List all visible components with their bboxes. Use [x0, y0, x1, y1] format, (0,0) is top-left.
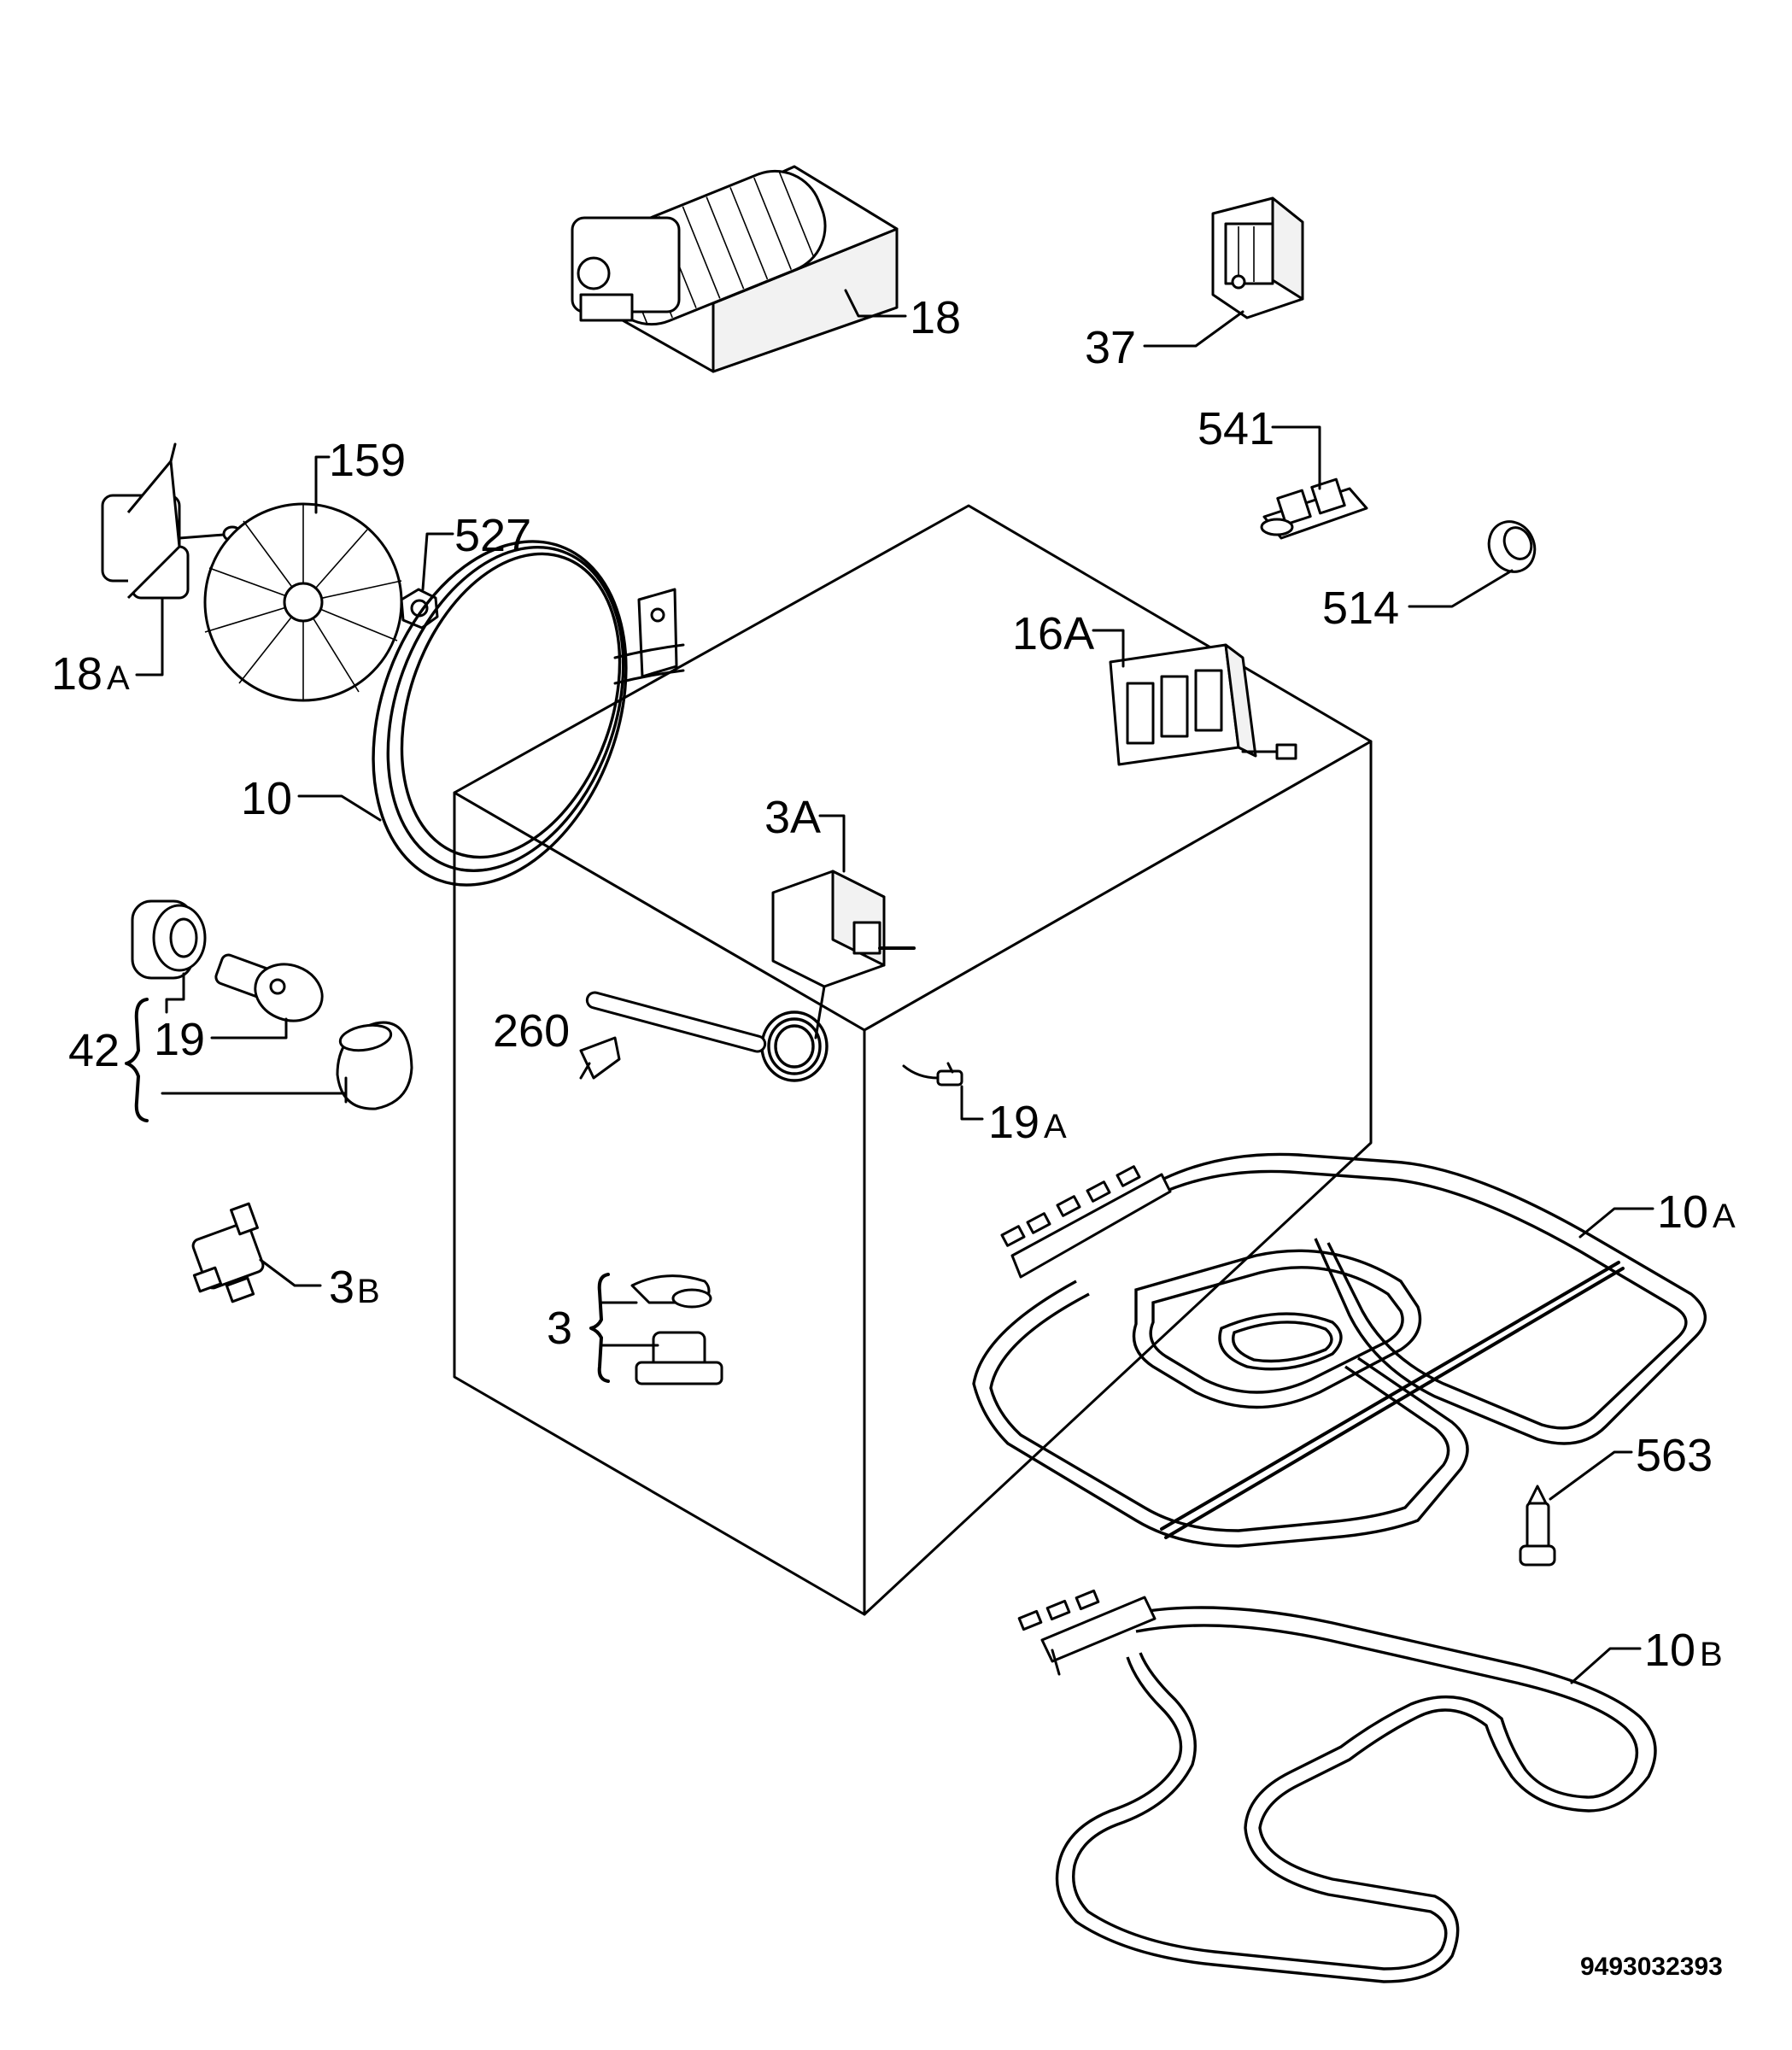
- label-3b-suffix: B: [357, 1273, 380, 1310]
- label-514: 514: [1322, 583, 1399, 634]
- label-10b-num: 10: [1644, 1625, 1695, 1676]
- switch-37: [1143, 196, 1304, 348]
- label-18a-suffix: A: [107, 659, 130, 697]
- label-19a-suffix: A: [1044, 1108, 1067, 1145]
- grommet-514: [1408, 520, 1537, 608]
- label-37: 37: [1085, 322, 1136, 373]
- label-18: 18: [910, 292, 961, 343]
- label-16a: 16A: [1012, 608, 1094, 659]
- fan-blade-159: [203, 455, 403, 702]
- oven-cavity-box: [453, 504, 1373, 1616]
- selector-switch-16a: [1092, 629, 1297, 766]
- label-10a-num: 10: [1657, 1186, 1708, 1238]
- thermostat-3a: [585, 814, 916, 1082]
- tangential-fan-18: [571, 165, 907, 373]
- label-159: 159: [329, 435, 406, 486]
- label-19a-num: 19: [988, 1097, 1039, 1148]
- thermal-switch-3: [589, 1273, 723, 1385]
- label-563: 563: [1636, 1430, 1713, 1481]
- label-10b-suffix: B: [1700, 1636, 1723, 1673]
- label-541: 541: [1198, 403, 1274, 454]
- label-3b-num: 3: [329, 1262, 354, 1313]
- label-260: 260: [493, 1005, 570, 1057]
- fan-motor-18a: [101, 442, 243, 676]
- thermal-cutout-3b: [191, 1202, 322, 1303]
- bottom-element-10b: [1017, 1589, 1657, 1983]
- lamp-assembly-42: [125, 899, 413, 1122]
- label-42: 42: [68, 1025, 120, 1076]
- document-number: 9493032393: [1580, 1953, 1723, 1981]
- label-18a-num: 18: [51, 648, 102, 700]
- circular-element-10: [297, 540, 685, 887]
- lamp-cable-19a: [902, 1062, 984, 1121]
- foot-563: [1519, 1450, 1633, 1567]
- clip-260: [579, 1036, 621, 1080]
- switch-block-541: [1260, 425, 1368, 540]
- label-10: 10: [241, 773, 292, 824]
- grill-element-10a: [972, 1152, 1707, 1548]
- part-labels: 18 37 159 527 541 514 18 A 16A 10 3A 42 …: [51, 292, 1736, 1981]
- label-3: 3: [547, 1303, 572, 1354]
- label-19: 19: [154, 1014, 205, 1065]
- label-527: 527: [454, 510, 531, 561]
- label-3a: 3A: [764, 792, 821, 843]
- label-10a-suffix: A: [1713, 1198, 1736, 1235]
